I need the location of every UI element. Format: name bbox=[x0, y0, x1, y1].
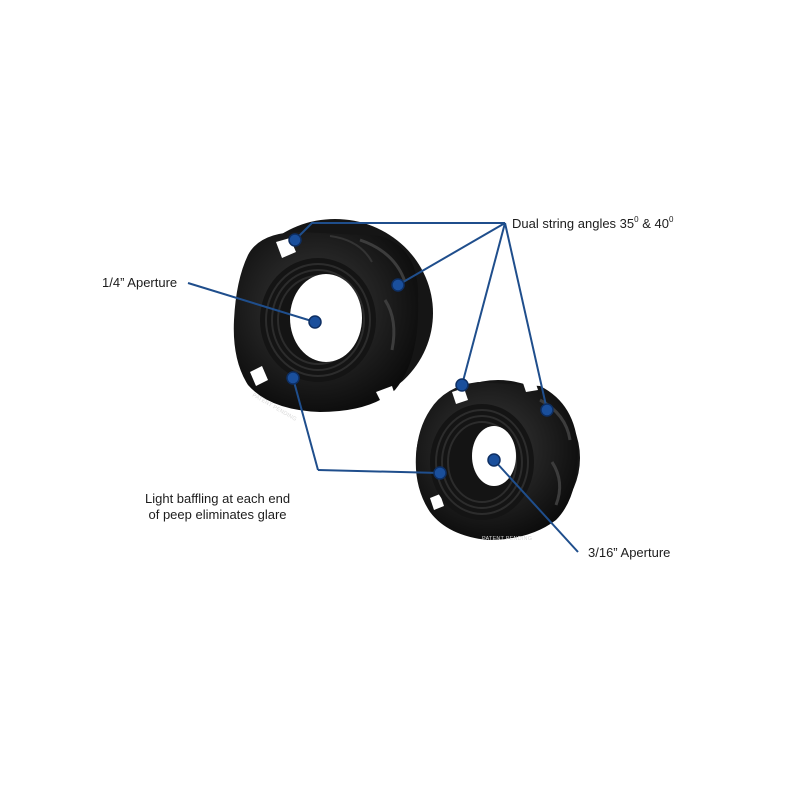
callout-small-aperture: 3/16” Aperture bbox=[588, 545, 671, 560]
callout-text: & 40 bbox=[638, 216, 669, 231]
leader-small-aperture bbox=[493, 459, 579, 553]
degree-superscript: 0 bbox=[668, 214, 674, 224]
marker-dot bbox=[487, 453, 501, 467]
callout-text: Dual string angles 35 bbox=[512, 216, 635, 231]
callout-line: Light baffling at each end bbox=[145, 491, 291, 506]
small-patent-text: PATENT PENDING bbox=[482, 536, 532, 542]
leader-baffling-small bbox=[317, 469, 441, 474]
callout-dual-string-angles: Dual string angles 350 & 400 bbox=[512, 214, 674, 232]
marker-dot bbox=[433, 466, 447, 480]
leader-string-angle-3 bbox=[461, 222, 506, 386]
callout-line: of peep eliminates glare bbox=[148, 507, 287, 522]
marker-dot bbox=[391, 278, 405, 292]
leader-string-angle-2 bbox=[397, 222, 506, 286]
marker-dot bbox=[455, 378, 469, 392]
leader-large-aperture bbox=[187, 282, 316, 323]
leader-string-angle-1 bbox=[294, 222, 505, 241]
callout-light-baffling: Light baffling at each end of peep elimi… bbox=[145, 491, 290, 523]
marker-dot bbox=[540, 403, 554, 417]
leader-string-angle-4 bbox=[504, 222, 548, 411]
leader-baffling-large bbox=[292, 377, 319, 471]
leader-lines bbox=[187, 222, 579, 553]
marker-dots bbox=[286, 233, 554, 480]
large-peep-sight: PATENT PENDING bbox=[233, 219, 433, 423]
degree-superscript: 0 bbox=[634, 214, 639, 224]
marker-dot bbox=[288, 233, 302, 247]
marker-dot bbox=[308, 315, 322, 329]
marker-dot bbox=[286, 371, 300, 385]
callout-large-aperture: 1/4” Aperture bbox=[102, 275, 178, 290]
